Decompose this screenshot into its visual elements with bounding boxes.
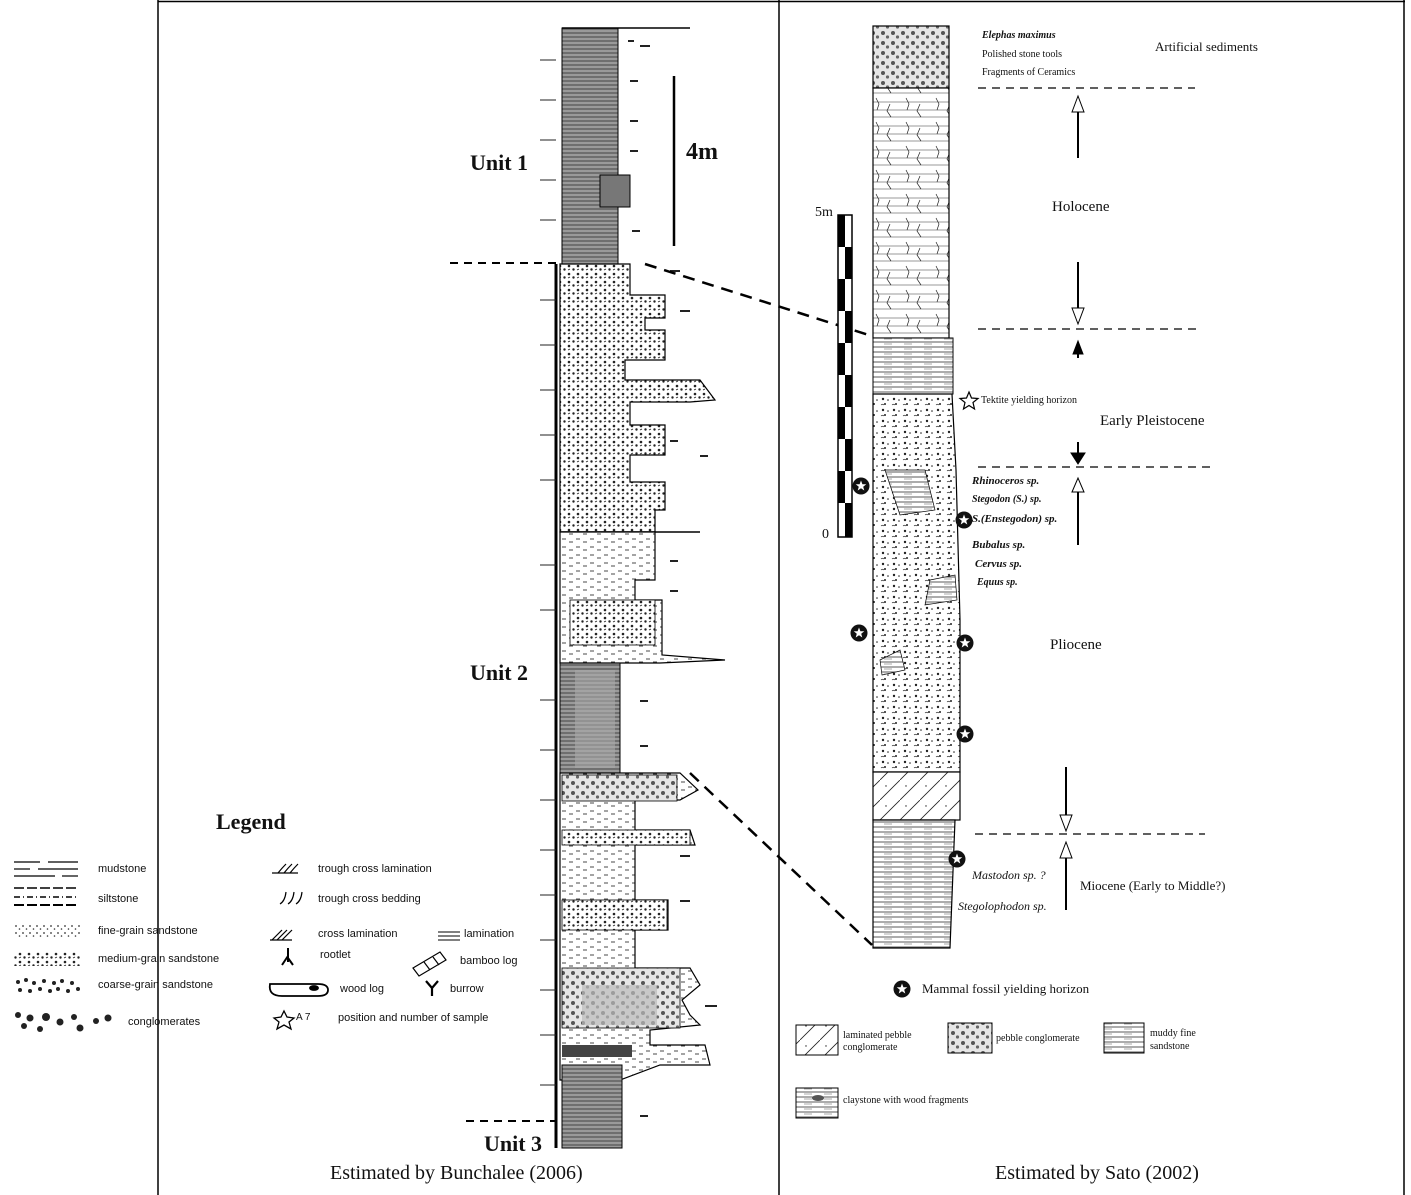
legend-label: rootlet: [320, 950, 351, 961]
legend-label: cross lamination: [318, 929, 397, 940]
legend-label: wood log: [340, 984, 384, 995]
left-caption: Estimated by Bunchalee (2006): [330, 1163, 583, 1183]
fossil-marker: [956, 512, 973, 529]
burrow-icon: [426, 981, 438, 996]
legend-title: Legend: [216, 811, 286, 833]
fauna-item: Bubalus sp.: [972, 540, 1025, 551]
fossil-legend-icon: [894, 981, 911, 998]
legend-label: position and number of sample: [338, 1013, 488, 1024]
trough-cross-lamination-icon: [272, 864, 298, 873]
unit-2-label: Unit 2: [470, 662, 528, 684]
fauna-item: Stegolophodon sp.: [958, 900, 1047, 912]
legend-label: siltstone: [98, 894, 138, 905]
top-note: Fragments of Ceramics: [982, 68, 1075, 78]
artificial-label: Artificial sediments: [1155, 40, 1258, 53]
fossil-legend-label: Mammal fossil yielding horizon: [922, 982, 1089, 995]
legend-label: burrow: [450, 984, 484, 995]
epoch-miocene: Miocene (Early to Middle?): [1080, 879, 1225, 892]
legend-label: fine-grain sandstone: [98, 926, 198, 937]
laminated-pebble-conglomerate-icon: [796, 1025, 838, 1055]
wood-log-icon: [270, 984, 328, 996]
mudstone-pattern-icon: [14, 862, 78, 876]
fauna-item: Equus sp.: [977, 578, 1018, 588]
fauna-item: Cervus sp.: [975, 559, 1022, 570]
scale-bottom-label: 0: [822, 528, 829, 542]
cross-lamination-icon: [270, 930, 292, 940]
unit-3-label: Unit 3: [484, 1133, 542, 1155]
bamboo-log-icon: [413, 952, 446, 976]
legend-label: lamination: [464, 929, 514, 940]
conglomerate-pattern-icon: [15, 1012, 112, 1032]
unit-1-label: Unit 1: [470, 152, 528, 174]
epoch-pliocene: Pliocene: [1050, 638, 1102, 653]
top-note: Elephas maximus: [982, 31, 1056, 41]
top-note: Polished stone tools: [982, 50, 1062, 60]
epoch-early-pleistocene: Early Pleistocene: [1100, 414, 1205, 429]
tektite-label: Tektite yielding horizon: [981, 396, 1077, 406]
muddy-fine-sandstone-icon: [1104, 1023, 1144, 1053]
pebble-conglomerate-icon: [948, 1023, 992, 1053]
right-strat-column: [873, 26, 960, 948]
scale-top-label: 5m: [815, 206, 833, 220]
legend-label: muddy fine sandstone: [1150, 1027, 1220, 1053]
legend-label: medium-grain sandstone: [98, 954, 219, 965]
fossil-marker: [949, 851, 966, 868]
legend-label: claystone with wood fragments: [843, 1096, 968, 1106]
lamination-icon: [438, 932, 460, 940]
legend-symbols: [14, 862, 460, 1032]
siltstone-pattern-icon: [14, 888, 78, 905]
fauna-item: S.(Enstegodon) sp.: [972, 514, 1057, 525]
legend-label: trough cross bedding: [318, 894, 421, 905]
fauna-item: Mastodon sp. ?: [972, 869, 1046, 881]
rootlet-icon: [282, 948, 293, 965]
holocene-arrows: [1060, 96, 1085, 910]
fossil-marker: [957, 726, 974, 743]
legend-label: pebble conglomerate: [996, 1034, 1080, 1044]
trough-cross-bedding-icon: [280, 892, 302, 904]
legend-label: laminated pebble conglomerate: [843, 1030, 938, 1054]
legend-label: bamboo log: [460, 956, 518, 967]
claystone-wood-icon: [796, 1088, 838, 1118]
fossil-marker: [853, 478, 870, 495]
legend-label: trough cross lamination: [318, 864, 432, 875]
fine-sandstone-pattern-icon: [14, 925, 80, 939]
right-caption: Estimated by Sato (2002): [995, 1163, 1199, 1183]
tektite-star-icon: [960, 392, 978, 409]
fossil-marker: [851, 625, 868, 642]
fauna-item: Rhinoceros sp.: [972, 476, 1039, 487]
legend-label: conglomerates: [128, 1017, 200, 1028]
sample-star-icon: [274, 1011, 294, 1029]
left-strat-column: [450, 28, 725, 1148]
fauna-item: Stegodon (S.) sp.: [972, 495, 1041, 505]
scale-label-4m: 4m: [686, 140, 718, 164]
legend-label: mudstone: [98, 864, 146, 875]
fossil-marker: [957, 635, 974, 652]
epoch-holocene: Holocene: [1052, 200, 1109, 215]
medium-sandstone-pattern-icon: [14, 952, 80, 966]
scale-bar-5m: [838, 215, 852, 537]
coarse-sandstone-pattern-icon: [16, 978, 80, 993]
legend-label: coarse-grain sandstone: [98, 980, 213, 991]
sample-prefix: A 7: [296, 1013, 310, 1023]
